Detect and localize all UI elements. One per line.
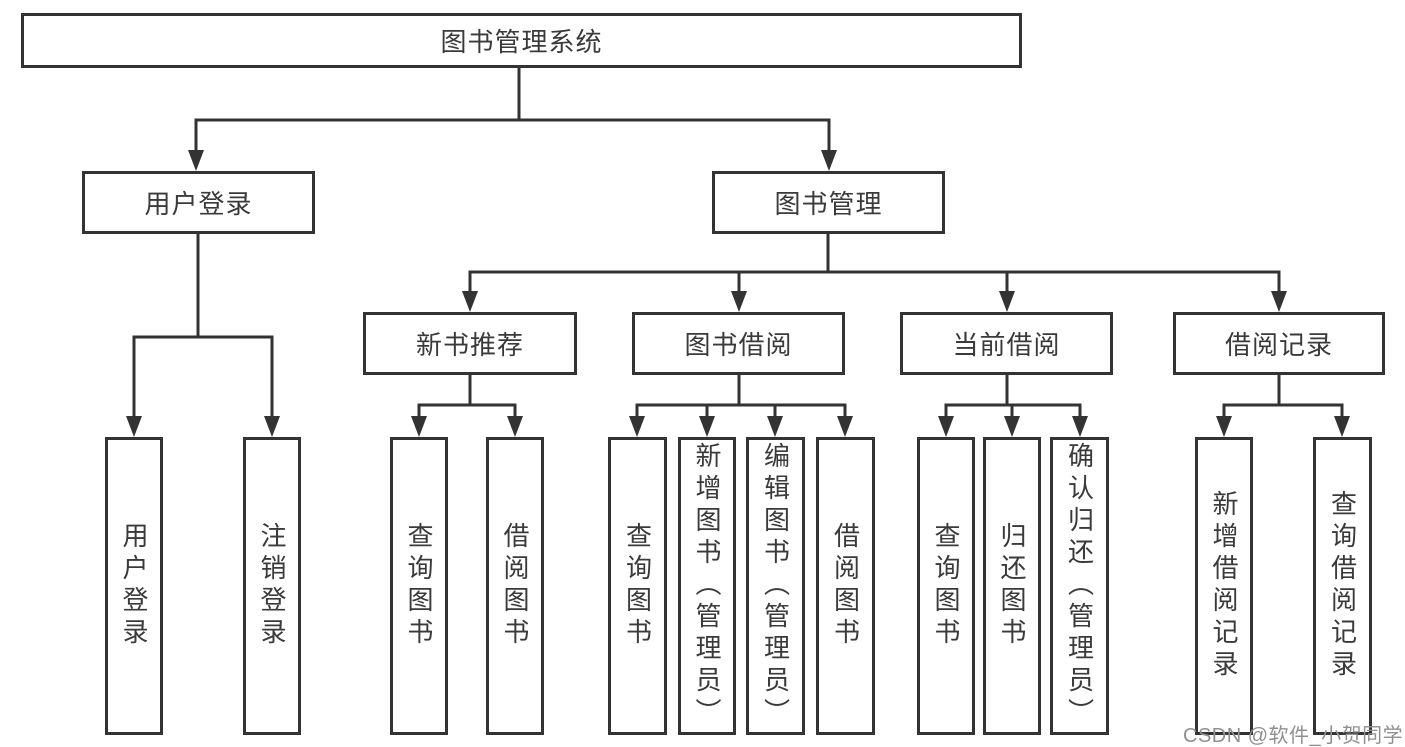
leaf-borrow-books-borrowing: 借阅图书	[816, 437, 875, 735]
arrowhead	[731, 291, 747, 312]
node-label: 借阅图书	[500, 522, 530, 650]
node-label: 新书推荐	[415, 330, 524, 360]
line-borrowing-to-leaves	[635, 375, 847, 418]
arrowhead	[462, 291, 478, 312]
arrowhead	[699, 416, 715, 437]
arrowhead	[411, 416, 427, 437]
node-label: 编辑图书（管理员）	[760, 442, 791, 730]
arrowhead	[1004, 416, 1020, 437]
leaf-user-login: 用户登录	[105, 437, 163, 735]
node-user-login-branch: 用户登录	[82, 171, 315, 234]
leaf-return-books: 归还图书	[983, 437, 1041, 735]
line-records-to-leaves	[1222, 375, 1344, 418]
node-label: 新增借阅记录	[1209, 490, 1239, 682]
leaf-query-books-borrowing: 查询图书	[608, 437, 667, 735]
arrowhead	[999, 291, 1015, 312]
arrowhead	[1334, 416, 1350, 437]
node-label: 新增图书（管理员）	[692, 442, 722, 730]
node-book-management-branch: 图书管理	[712, 171, 945, 234]
node-label: 用户登录	[144, 189, 253, 219]
line-bookmgmt-to-modules	[468, 234, 1281, 293]
node-label: 图书管理系统	[440, 27, 603, 57]
node-book-borrowing: 图书借阅	[632, 312, 845, 375]
arrowhead	[126, 416, 142, 437]
node-label: 图书管理	[774, 189, 883, 219]
leaf-add-borrow-record: 新增借阅记录	[1195, 437, 1253, 735]
leaf-query-books-recommend: 查询图书	[390, 437, 448, 735]
node-borrowing-records: 借阅记录	[1173, 312, 1385, 375]
arrowhead	[507, 416, 523, 437]
leaf-logout: 注销登录	[243, 437, 301, 735]
node-root: 图书管理系统	[21, 13, 1022, 68]
node-label: 查询图书	[931, 522, 961, 650]
arrowhead	[264, 416, 280, 437]
line-current-to-leaves	[944, 375, 1082, 418]
arrowhead	[837, 416, 853, 437]
arrowhead	[1271, 291, 1287, 312]
arrowhead	[1216, 416, 1232, 437]
node-label: 查询图书	[404, 522, 434, 650]
node-label: 归还图书	[997, 522, 1027, 650]
arrowhead	[1072, 416, 1088, 437]
leaf-query-borrow-record: 查询借阅记录	[1313, 437, 1372, 735]
node-label: 注销登录	[257, 522, 287, 650]
leaf-edit-books-admin: 编辑图书（管理员）	[746, 437, 805, 735]
node-label: 借阅图书	[830, 522, 861, 650]
connector-lines	[132, 68, 1344, 418]
leaf-borrow-books-recommend: 借阅图书	[486, 437, 544, 735]
line-userlogin-to-leaves	[132, 234, 274, 418]
node-new-book-recommend: 新书推荐	[363, 312, 577, 375]
arrowhead	[767, 416, 783, 437]
node-label: 确认归还（管理员）	[1064, 442, 1095, 730]
line-recommend-to-leaves	[417, 375, 517, 418]
node-label: 查询图书	[622, 522, 653, 650]
node-label: 图书借阅	[684, 330, 793, 360]
leaf-query-books-current: 查询图书	[917, 437, 975, 735]
arrowheads	[126, 150, 1350, 437]
line-root-to-branches	[194, 68, 831, 153]
node-label: 查询借阅记录	[1327, 490, 1358, 682]
arrowhead	[188, 150, 204, 171]
node-current-borrowing: 当前借阅	[900, 312, 1113, 375]
leaf-confirm-return-admin: 确认归还（管理员）	[1050, 437, 1109, 735]
node-label: 借阅记录	[1224, 330, 1333, 360]
arrowhead	[629, 416, 645, 437]
node-label: 当前借阅	[952, 330, 1061, 360]
arrowhead	[938, 416, 954, 437]
leaf-add-books-admin: 新增图书（管理员）	[678, 437, 736, 735]
arrowhead	[821, 150, 837, 171]
csdn-watermark: CSDN @软件_小贺同学	[1183, 725, 1404, 747]
node-label: 用户登录	[119, 522, 149, 650]
